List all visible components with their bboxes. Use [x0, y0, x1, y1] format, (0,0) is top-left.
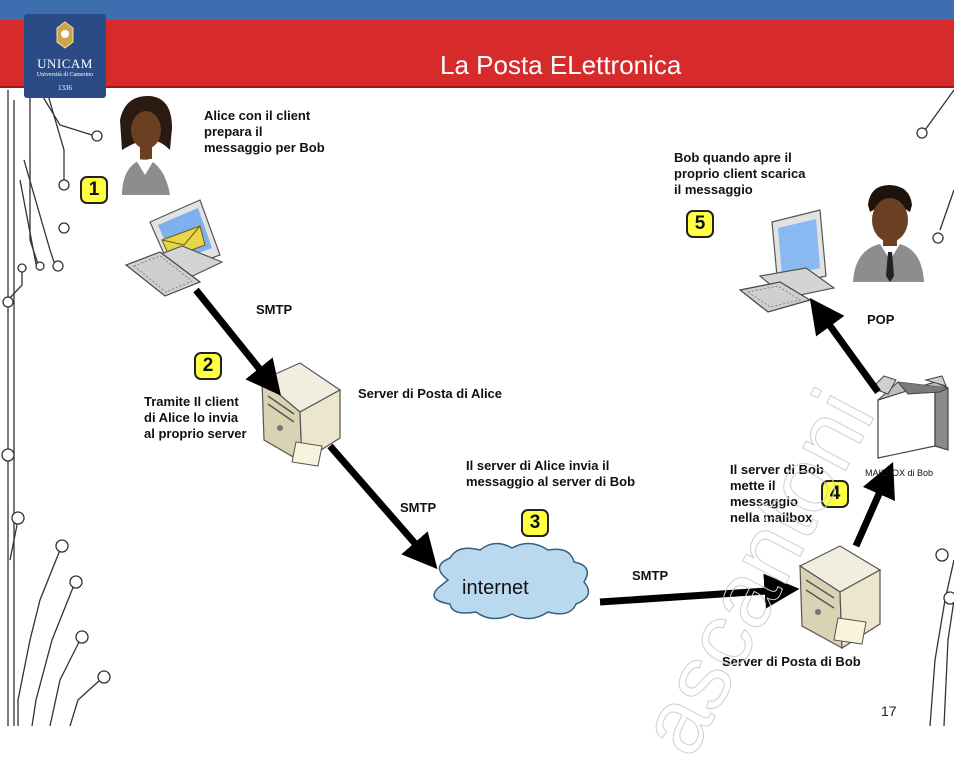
- label-pop: POP: [867, 312, 895, 327]
- label-line: prepara il: [204, 124, 263, 139]
- circuit-nodes-left: [1, 130, 111, 684]
- page-number: 17: [881, 703, 897, 719]
- label-line: di Alice lo invia: [144, 410, 239, 425]
- alice-computer-icon: [124, 199, 224, 297]
- step-badge-2: 2: [194, 352, 222, 380]
- mailbox-label: MAILBOX di Bob: [865, 468, 934, 478]
- label-smtp-2: SMTP: [400, 500, 437, 515]
- arrow-mailbox-to-bob-client: [809, 297, 881, 395]
- arrow-bob-server-to-mailbox: [852, 461, 895, 548]
- alice-person-icon: [120, 95, 172, 195]
- label-smtp-3: SMTP: [632, 568, 669, 583]
- circuit-nodes-right: [916, 127, 954, 605]
- header-accent-strip: [0, 0, 954, 20]
- label-bob-server-puts: Il server di Bob mette il messaggio nell…: [730, 462, 824, 526]
- label-line: messaggio al server di Bob: [466, 474, 636, 489]
- label-line: Alice con il client: [204, 108, 311, 123]
- circuit-decoration-left: [7, 90, 101, 726]
- label-line: mette il: [730, 478, 776, 493]
- arrow-alice-server-to-internet: [327, 443, 438, 570]
- circuit-decoration-right: [924, 89, 954, 726]
- diagram-graphics: [1, 89, 954, 726]
- label-alice-server: Server di Posta di Alice: [358, 386, 503, 401]
- label-line: messaggio: [730, 494, 798, 509]
- logo-year: 1336: [58, 84, 72, 92]
- label-line: al proprio server: [144, 426, 247, 441]
- label-bob-server: Server di Posta di Bob: [722, 654, 861, 669]
- internet-label: internet: [462, 577, 529, 599]
- label-line: Il server di Bob: [730, 462, 824, 477]
- step-badge-1: 1: [80, 176, 108, 204]
- internet-cloud-icon: [433, 542, 590, 620]
- label-smtp-1: SMTP: [256, 302, 293, 317]
- label-line: messaggio per Bob: [204, 140, 325, 155]
- label-line: proprio client scarica: [674, 166, 806, 181]
- label-alice-client-sends: Tramite Il client di Alice lo invia al p…: [144, 394, 247, 442]
- label-line: Tramite Il client: [144, 394, 239, 409]
- label-line: il messaggio: [674, 182, 753, 197]
- label-line: Bob quando apre il: [674, 150, 792, 165]
- label-alice-server-sends: Il server di Alice invia il messaggio al…: [466, 458, 635, 490]
- logo-name: UNICAM: [37, 56, 93, 71]
- step-badge-3: 3: [521, 509, 549, 537]
- unicam-logo: UNICAM Università di Camerino 1336: [24, 14, 106, 98]
- label-line: nella mailbox: [730, 510, 813, 525]
- bob-server-icon: [798, 545, 882, 650]
- logo-crest-icon: [56, 21, 74, 49]
- bob-person-icon: [853, 185, 924, 282]
- mailbox-icon: [871, 375, 949, 459]
- label-line: Il server di Alice invia il: [466, 458, 610, 473]
- slide-title: La Posta ELettronica: [440, 50, 682, 80]
- bob-computer-icon: [738, 209, 836, 313]
- arrow-alice-client-to-server: [193, 287, 281, 396]
- arrow-internet-to-bob-server: [599, 573, 800, 609]
- label-bob-downloads: Bob quando apre il proprio client scaric…: [674, 150, 806, 198]
- flow-arrows: [193, 287, 895, 609]
- alice-server-icon: [260, 362, 342, 467]
- step-badge-4: 4: [821, 480, 849, 508]
- label-alice-prepares: Alice con il client prepara il messaggio…: [204, 108, 325, 156]
- logo-subtitle: Università di Camerino: [36, 72, 94, 78]
- step-badge-5: 5: [686, 210, 714, 238]
